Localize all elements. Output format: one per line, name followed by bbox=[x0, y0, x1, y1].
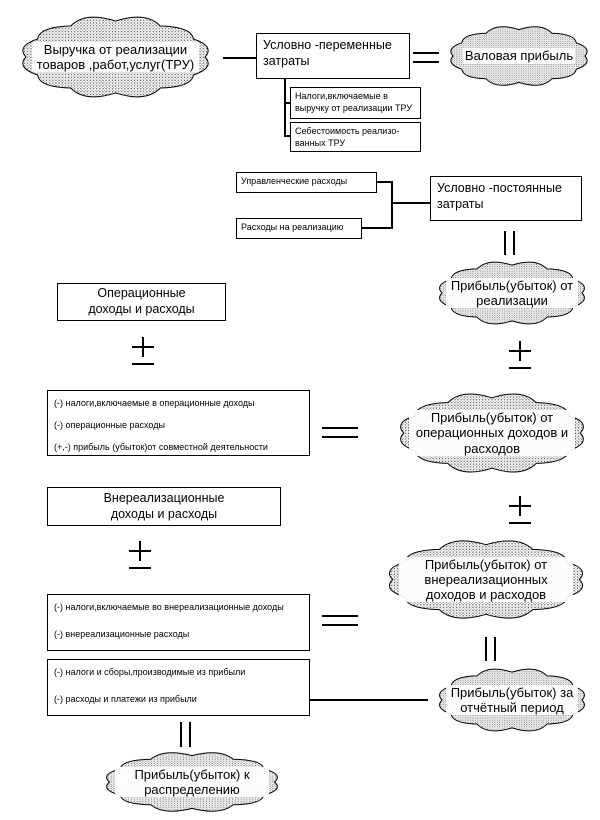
selling-expenses-box: Расходы на реализацию bbox=[236, 218, 362, 239]
connector-line bbox=[362, 227, 393, 229]
cloud-reporting-period-profit: Прибыль(убыток) за отчётный период bbox=[428, 662, 596, 738]
cloud-sales-profit-label: Прибыль(убыток) от реализации bbox=[428, 255, 596, 331]
management-expenses-label: Управленческие расходы bbox=[241, 176, 348, 186]
cloud-operating-profit-label: Прибыль(убыток) от операционных доходов … bbox=[386, 385, 598, 481]
variable-costs-label: Условно -переменные затраты bbox=[263, 38, 392, 68]
equals-vertical-operator bbox=[485, 637, 497, 661]
selling-expenses-label: Расходы на реализацию bbox=[241, 222, 344, 232]
cloud-nonoperating-profit: Прибыль(убыток) от внереализационных дох… bbox=[374, 532, 598, 627]
cost-of-goods-sold-box: Себестоимость реализо- ванных ТРУ bbox=[290, 122, 421, 152]
list-item: (+,-) прибыль (убыток)от совместной деят… bbox=[54, 442, 268, 452]
equals-vertical-operator bbox=[180, 722, 192, 747]
plus-minus-operator bbox=[507, 496, 533, 528]
cost-of-goods-sold-label: Себестоимость реализо- ванных ТРУ bbox=[295, 126, 400, 148]
taxes-in-revenue-label: Налоги,включаемые в выручку от реализаци… bbox=[295, 91, 412, 113]
fixed-costs-box: Условно -постоянные затраты bbox=[430, 176, 582, 221]
list-item: (-) операционные расходы bbox=[54, 420, 165, 430]
operating-adjustments-box: (-) налоги,включаемые в операционные дох… bbox=[47, 390, 310, 456]
plus-minus-operator bbox=[127, 541, 153, 573]
list-item: (-) налоги,включаемые во внереализационн… bbox=[54, 602, 284, 612]
cloud-revenue: Выручка от реализации товаров ,работ,усл… bbox=[8, 8, 223, 106]
connector-line bbox=[377, 181, 393, 183]
cloud-operating-profit: Прибыль(убыток) от операционных доходов … bbox=[386, 385, 598, 481]
plus-minus-operator bbox=[130, 337, 156, 369]
cloud-sales-profit: Прибыль(убыток) от реализации bbox=[428, 255, 596, 331]
connector-line bbox=[391, 202, 430, 204]
equals-vertical-operator bbox=[504, 231, 516, 255]
cloud-gross-profit-label: Валовая прибыль bbox=[462, 48, 576, 64]
equals-operator-top bbox=[413, 52, 439, 64]
cloud-distribution-profit-label: Прибыль(убыток) к распределению bbox=[93, 746, 291, 818]
operating-income-box: Операционные доходы и расходы bbox=[57, 283, 226, 321]
cloud-nonoperating-profit-label: Прибыль(убыток) от внереализационных дох… bbox=[374, 532, 598, 627]
connector-line bbox=[391, 181, 393, 229]
cloud-distribution-profit: Прибыль(убыток) к распределению bbox=[93, 746, 291, 818]
management-expenses-box: Управленческие расходы bbox=[236, 172, 377, 193]
equals-operator bbox=[322, 427, 358, 439]
fixed-costs-label: Условно -постоянные затраты bbox=[437, 181, 562, 211]
list-item: (-) налоги и сборы,производимые из прибы… bbox=[54, 667, 246, 677]
operating-income-label: Операционные доходы и расходы bbox=[88, 286, 195, 316]
list-item: (-) расходы и платежи из прибыли bbox=[54, 694, 197, 704]
minus-connector-top bbox=[223, 57, 256, 59]
cloud-revenue-label: Выручка от реализации товаров ,работ,усл… bbox=[8, 8, 223, 106]
taxes-in-revenue-box: Налоги,включаемые в выручку от реализаци… bbox=[290, 87, 421, 119]
connector-line bbox=[284, 102, 290, 104]
cloud-gross-profit: Валовая прибыль bbox=[440, 20, 598, 92]
connector-line bbox=[284, 135, 290, 137]
nonoperating-adjustments-box: (-) налоги,включаемые во внереализационн… bbox=[47, 594, 310, 651]
list-item: (-) налоги,включаемые в операционные дох… bbox=[54, 398, 255, 408]
connector-line bbox=[284, 79, 286, 137]
profit-deductions-box: (-) налоги и сборы,производимые из прибы… bbox=[47, 659, 310, 716]
equals-operator bbox=[322, 615, 358, 627]
variable-costs-box: Условно -переменные затраты bbox=[256, 33, 410, 79]
nonoperating-income-label: Внереализационные доходы и расходы bbox=[103, 490, 225, 521]
plus-minus-operator bbox=[507, 341, 533, 373]
minus-connector-bottom bbox=[310, 699, 428, 701]
nonoperating-income-box: Внереализационные доходы и расходы bbox=[47, 487, 281, 526]
cloud-reporting-period-profit-label: Прибыль(убыток) за отчётный период bbox=[428, 662, 596, 738]
list-item: (-) внереализационные расходы bbox=[54, 629, 190, 639]
